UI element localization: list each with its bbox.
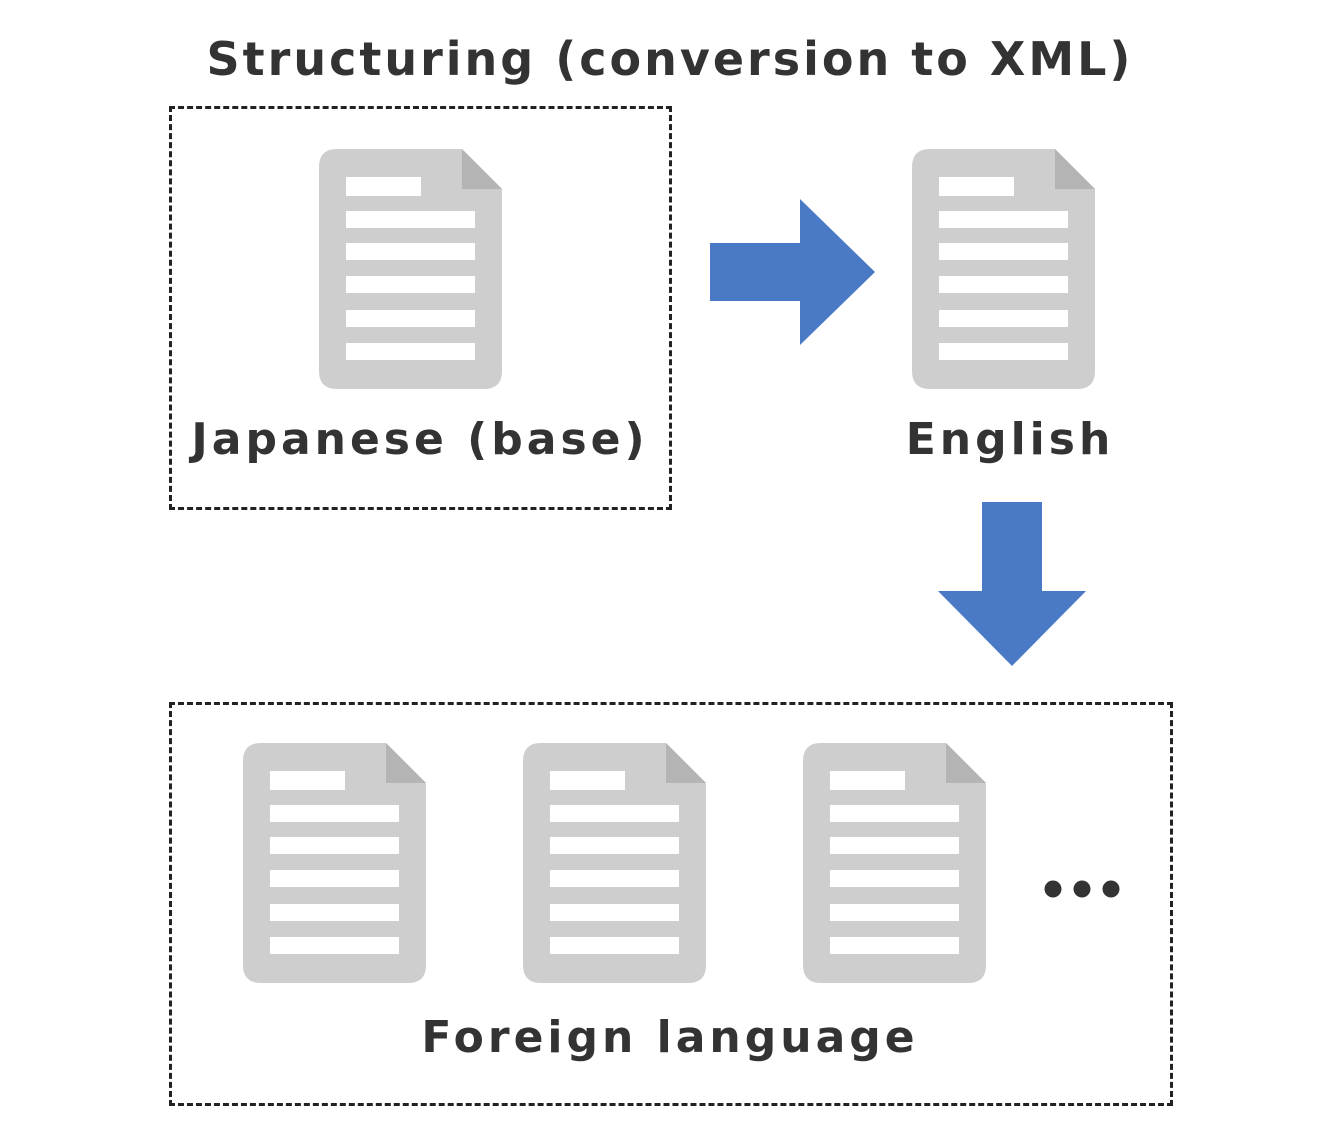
ellipsis-icon	[1044, 880, 1120, 898]
diagram-title: Structuring (conversion to XML)	[206, 32, 1134, 86]
foreign-language-group	[169, 702, 1173, 1106]
english-label: English	[905, 414, 1115, 465]
japanese-document-icon	[319, 149, 502, 389]
foreign-document-icon	[243, 743, 426, 983]
japanese-base-label: Japanese (base)	[191, 414, 649, 465]
arrow-right-icon	[710, 199, 875, 345]
arrow-down-icon	[938, 502, 1086, 666]
foreign-document-icon	[523, 743, 706, 983]
foreign-document-icon	[803, 743, 986, 983]
base-language-group	[169, 106, 672, 510]
english-document-icon	[912, 149, 1095, 389]
foreign-language-label: Foreign language	[421, 1012, 919, 1063]
